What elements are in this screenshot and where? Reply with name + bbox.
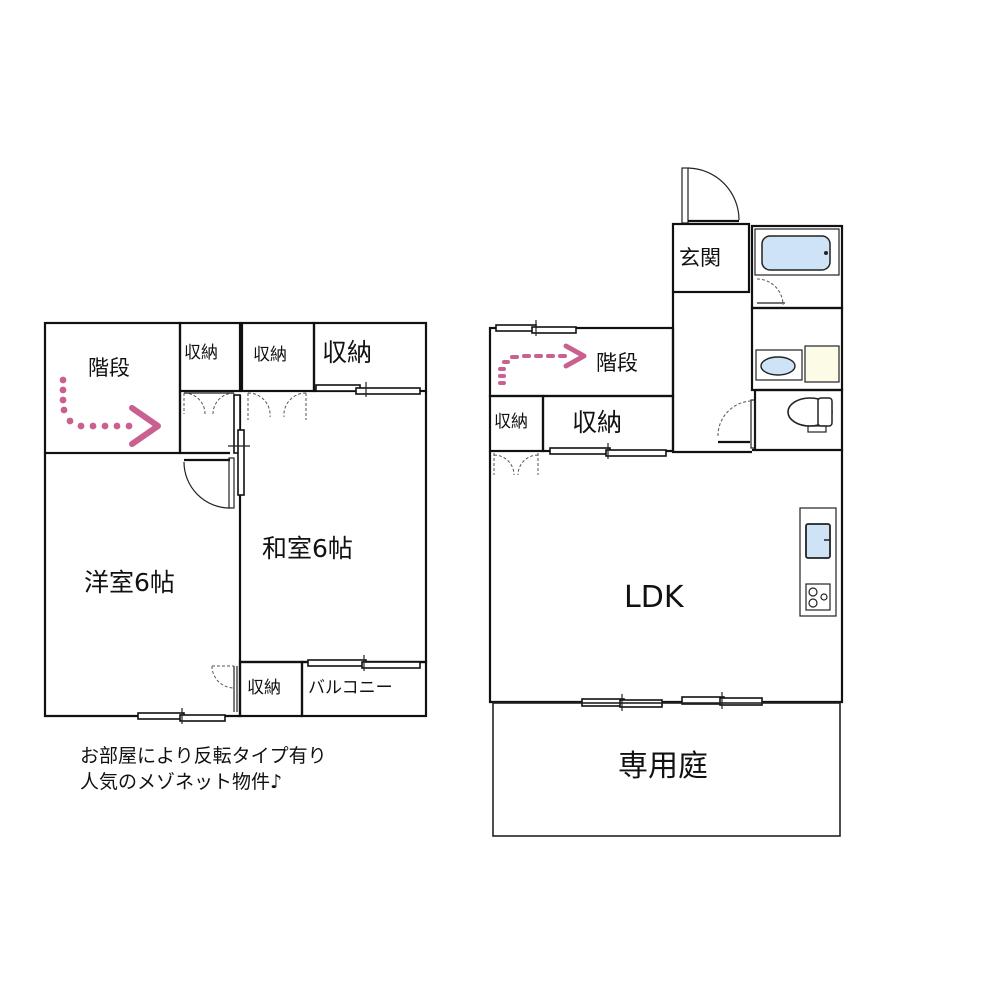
note-line-1: お部屋により反転タイプ有り [80,745,327,767]
kitchen-counter [799,507,837,617]
property-note: お部屋により反転タイプ有り 人気のメゾネット物件♪ [80,743,327,795]
room-label-storage-2: 収納 [253,345,287,365]
wash-basin-icon [760,356,796,376]
floor-1-plan [488,167,844,837]
stove-icon [805,583,831,611]
entrance-wall [671,222,751,294]
storage-1-wall [178,321,242,393]
private-garden-border [492,702,841,837]
japanese-room-wall [240,391,428,664]
room-label-storage-4: 収納 [247,678,281,698]
bathtub-icon [761,235,831,271]
room-label-stairs-2f: 階段 [88,356,130,380]
room-label-storage-1: 収納 [184,343,218,363]
room-label-private-garden: 専用庭 [618,749,708,784]
ldk-wall [488,450,844,704]
kitchen-sink-icon [805,523,831,559]
room-label-japanese-room: 和室6帖 [262,534,353,563]
room-label-balcony: バルコニー [308,678,393,698]
room-label-storage-small: 収納 [494,412,528,432]
stairs-direction-arrow-icon [59,376,161,447]
western-room-wall [43,395,242,718]
room-label-ldk: LDK [624,580,684,615]
washing-machine-space-icon [804,345,840,383]
room-label-storage-large: 収納 [572,408,623,437]
room-label-western-room: 洋室6帖 [84,568,175,597]
note-line-2: 人気のメゾネット物件♪ [80,771,283,793]
floor-2-plan [43,321,428,724]
stairs-1f-wall [488,326,675,398]
stairs-direction-arrow-1f-icon [498,343,587,385]
room-label-storage-3: 収納 [322,338,373,367]
room-label-stairs-1f: 階段 [596,351,638,375]
room-label-entrance: 玄関 [679,246,721,270]
